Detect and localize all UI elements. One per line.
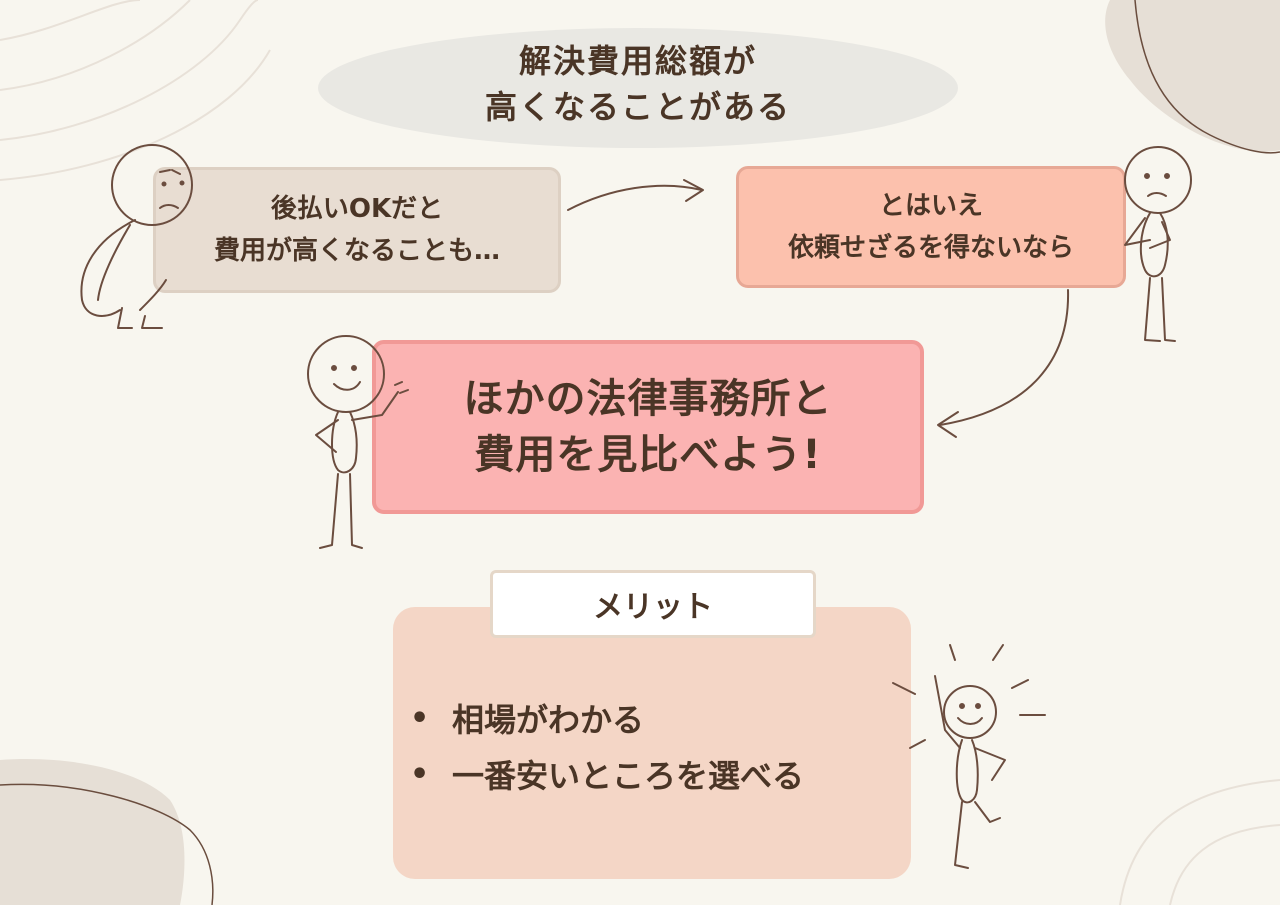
topo-lines-top-left: [0, 0, 271, 181]
corner-blob-bottom-left: [0, 759, 185, 905]
page-title: 解決費用総額が 高くなることがある: [318, 38, 958, 130]
excited-stick-figure-icon: [892, 644, 1046, 869]
curved-arrow-icon: [937, 289, 1070, 438]
condition-line-1: とはいえ: [878, 191, 983, 221]
merit-box: [393, 607, 911, 879]
bullet-icon: •: [410, 756, 430, 792]
advice-box: ほかの法律事務所と 費用を見比べよう!: [372, 340, 924, 514]
title-background-ellipse: [318, 28, 958, 148]
concern-line-2: 費用が高くなることも…: [213, 236, 500, 266]
topo-lines-bottom-right: [1119, 779, 1280, 905]
bullet-icon: •: [410, 700, 430, 736]
corner-blob-top-right: [1105, 0, 1280, 152]
condition-box: とはいえ 依頼せざるを得ないなら: [736, 166, 1126, 288]
merit-list: • 相場がわかる • 一番安いところを選べる: [410, 690, 910, 802]
list-item: • 相場がわかる: [410, 690, 910, 746]
list-item: • 一番安いところを選べる: [410, 746, 910, 802]
merit-label-text: メリット: [593, 590, 713, 625]
contour-line-top-right: [1134, 0, 1280, 154]
waving-stick-figure-icon: [307, 335, 409, 549]
curved-arrow-icon: [567, 179, 704, 211]
contour-line-bottom-left: [0, 783, 214, 905]
advice-line-2: 費用を見比べよう!: [474, 432, 822, 478]
title-line-2: 高くなることがある: [484, 88, 791, 126]
concern-line-1: 後払いOKだと: [270, 194, 444, 224]
advice-line-1: ほかの法律事務所と: [463, 376, 833, 422]
title-line-1: 解決費用総額が: [518, 42, 757, 80]
concern-box: 後払いOKだと 費用が高くなることも…: [153, 167, 561, 293]
merit-item-text: 相場がわかる: [452, 701, 645, 739]
condition-line-2: 依頼せざるを得ないなら: [787, 233, 1074, 263]
merit-label: メリット: [490, 570, 816, 638]
thinking-stick-figure-icon: [1124, 146, 1192, 342]
worried-stick-figure-icon: [80, 144, 193, 329]
merit-item-text: 一番安いところを選べる: [452, 757, 805, 795]
